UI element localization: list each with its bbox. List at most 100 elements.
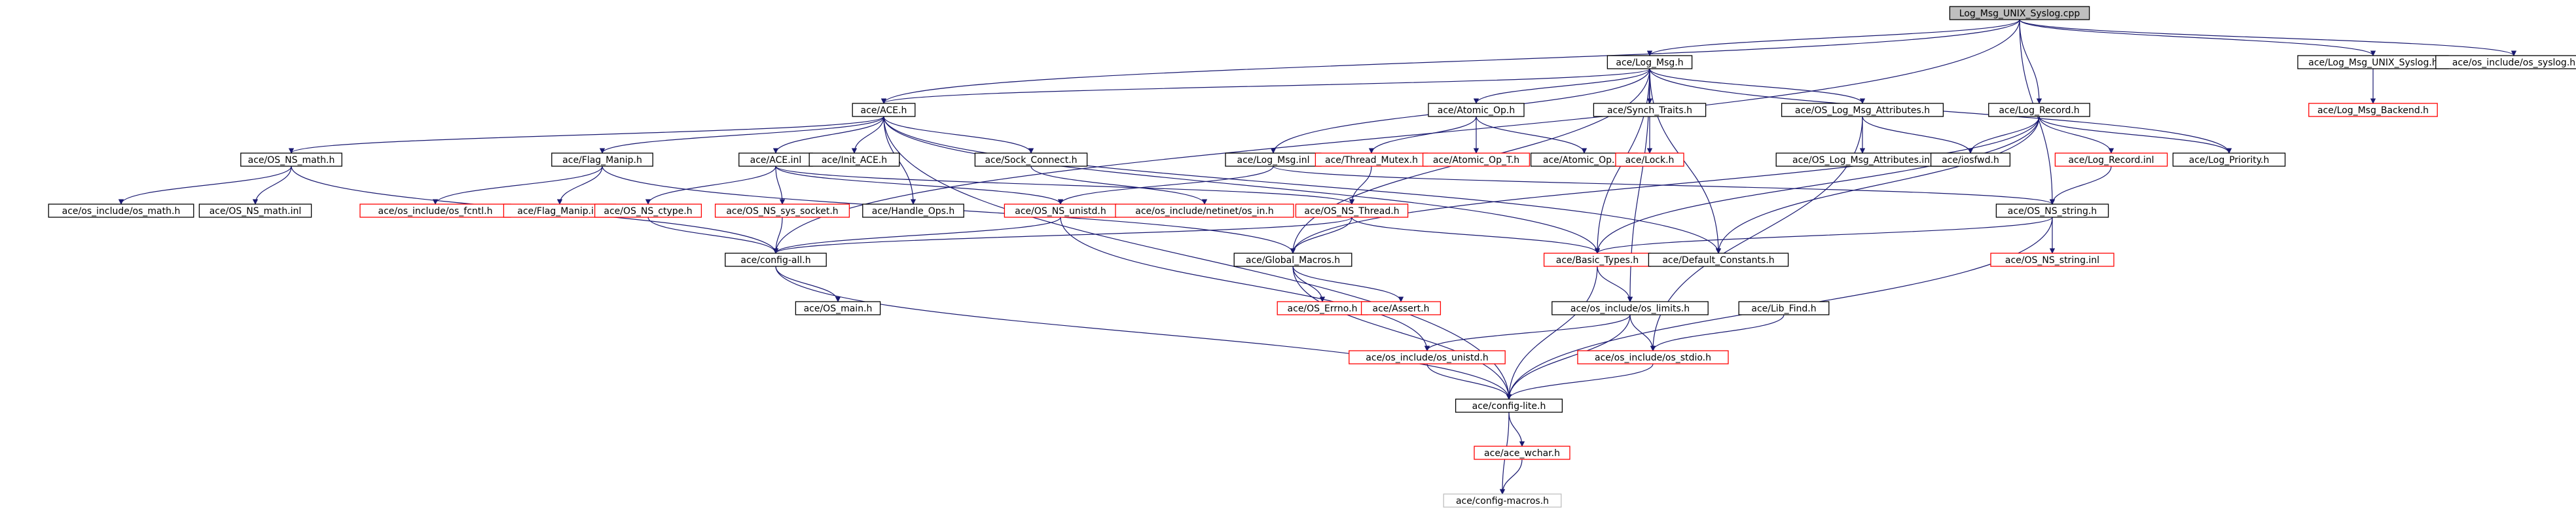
node-config-macros-h[interactable]: ace/config-macros.h xyxy=(1443,493,1562,508)
node-box xyxy=(1115,203,1294,218)
node-os-include-limits[interactable]: ace/os_include/os_limits.h xyxy=(1551,301,1709,315)
node-label: ace/ACE.inl xyxy=(750,155,802,166)
node-atomic-op-h[interactable]: ace/Atomic_Op.h xyxy=(1428,103,1525,117)
edge-os_log_msg_attr_h-to-os_include_stdio xyxy=(1650,116,1863,351)
node-global-macros-h[interactable]: ace/Global_Macros.h xyxy=(1233,253,1352,267)
node-box xyxy=(1455,398,1563,413)
node-handle-ops-h[interactable]: ace/Handle_Ops.h xyxy=(862,203,964,218)
edge-os_include_limits-to-os_include_unistd xyxy=(1424,314,1631,351)
node-os-syslog-h[interactable]: ace/os_include/os_syslog.h xyxy=(2435,55,2576,69)
node-flag-manip-inl[interactable]: ace/Flag_Manip.inl xyxy=(503,203,617,218)
node-os-include-math[interactable]: ace/os_include/os_math.h xyxy=(48,203,194,218)
node-assert-h[interactable]: ace/Assert.h xyxy=(1360,301,1442,315)
node-label: Log_Msg_UNIX_Syslog.cpp xyxy=(1959,9,2080,19)
node-log-msg-inl[interactable]: ace/Log_Msg.inl xyxy=(1225,152,1322,167)
node-label: ace/Sock_Connect.h xyxy=(985,155,1077,166)
node-iosfwd-h[interactable]: ace/iosfwd.h xyxy=(1930,152,2011,167)
node-label: ace/Atomic_Op.inl xyxy=(1543,155,1625,166)
edge-ace_inl-to-os_ns_unistd_h xyxy=(775,166,1064,205)
node-log-msg-backend[interactable]: ace/Log_Msg_Backend.h xyxy=(2308,103,2438,117)
node-label: ace/ace_wchar.h xyxy=(1484,448,1560,459)
node-os-include-stdio[interactable]: ace/os_include/os_stdio.h xyxy=(1577,350,1729,364)
node-box xyxy=(2308,103,2438,117)
node-label: ace/OS_main.h xyxy=(804,304,873,314)
node-os-errno-h[interactable]: ace/OS_Errno.h xyxy=(1277,301,1368,315)
edge-root-to-os_syslog_h xyxy=(2019,19,2516,56)
edge-log_record_h-to-global_macros_h xyxy=(1290,116,2040,254)
node-os-log-msg-attr-inl[interactable]: ace/OS_Log_Msg_Attributes.inl xyxy=(1775,152,1950,167)
node-atomic-op-inl[interactable]: ace/Atomic_Op.inl xyxy=(1530,152,1639,167)
node-box xyxy=(2172,152,2286,167)
node-synch-traits[interactable]: ace/Synch_Traits.h xyxy=(1593,103,1707,117)
edge-config_all_h-to-config_lite_h xyxy=(775,266,1512,400)
node-thread-mutex-h[interactable]: ace/Thread_Mutex.h xyxy=(1315,152,1428,167)
edge-ace_h-to-init_ace_h xyxy=(851,116,884,154)
edge-log_msg_h-to-atomic_op_h xyxy=(1473,68,1650,104)
node-unix-syslog-h[interactable]: ace/Log_Msg_UNIX_Syslog.h xyxy=(2297,55,2449,69)
node-os-log-msg-attr-h[interactable]: ace/OS_Log_Msg_Attributes.h xyxy=(1781,103,1944,117)
node-os-ns-string-inl[interactable]: ace/OS_NS_string.inl xyxy=(1990,253,2114,267)
node-label: ace/config-lite.h xyxy=(1472,401,1546,412)
edge-log_msg_h-to-ace_h xyxy=(881,68,1650,104)
node-os-ns-unistd-h[interactable]: ace/OS_NS_unistd.h xyxy=(1004,203,1117,218)
edge-global_macros_h-to-config_lite_h xyxy=(1292,266,1512,400)
edge-os_ns_unistd_h-to-os_include_unistd xyxy=(1060,217,1430,351)
node-box xyxy=(1995,203,2109,218)
node-label: ace/Lock.h xyxy=(1625,155,1675,166)
node-os-ns-ctype-h[interactable]: ace/OS_NS_ctype.h xyxy=(594,203,702,218)
node-lib-find-h[interactable]: ace/Lib_Find.h xyxy=(1738,301,1830,315)
node-log-msg-h[interactable]: ace/Log_Msg.h xyxy=(1606,55,1693,69)
node-os-ns-math-h[interactable]: ace/OS_NS_math.h xyxy=(240,152,342,167)
node-os-ns-math-inl[interactable]: ace/OS_NS_math.inl xyxy=(198,203,312,218)
node-box xyxy=(852,103,916,117)
node-label: ace/Log_Record.h xyxy=(1999,105,2079,116)
edge-basic_types_h-to-config_lite_h xyxy=(1506,266,1598,400)
node-sock-connect-h[interactable]: ace/Sock_Connect.h xyxy=(974,152,1088,167)
node-box xyxy=(240,152,342,167)
node-box xyxy=(1615,152,1684,167)
edge-config_all_h-to-os_main_h xyxy=(775,266,841,302)
node-ace-h[interactable]: ace/ACE.h xyxy=(852,103,916,117)
edge-log_msg_inl-to-os_ns_string_h xyxy=(1273,166,2055,205)
edge-os_include_unistd-to-config_lite_h xyxy=(1426,363,1512,400)
node-label: ace/os_include/os_syslog.h xyxy=(2452,58,2575,68)
node-os-include-fcntl[interactable]: ace/os_include/os_fcntl.h xyxy=(359,203,511,218)
edge-global_macros_h-to-assert_h xyxy=(1292,266,1404,302)
node-label: ace/OS_Log_Msg_Attributes.inl xyxy=(1792,155,1932,166)
node-os-ns-sys-socket-h[interactable]: ace/OS_NS_sys_socket.h xyxy=(714,203,850,218)
node-basic-types-h[interactable]: ace/Basic_Types.h xyxy=(1543,253,1652,267)
node-lock-h[interactable]: ace/Lock.h xyxy=(1615,152,1684,167)
node-flag-manip-h[interactable]: ace/Flag_Manip.h xyxy=(551,152,653,167)
node-os-ns-string-h[interactable]: ace/OS_NS_string.h xyxy=(1995,203,2109,218)
edge-log_record_h-to-default_constants_h xyxy=(1715,116,2040,254)
node-label: ace/os_include/os_stdio.h xyxy=(1595,353,1711,363)
node-layer: Log_Msg_UNIX_Syslog.cpp ace/Log_Msg.h ace/… xyxy=(48,6,2576,508)
edge-os_ns_unistd_h-to-config_all_h xyxy=(772,217,1061,254)
node-default-constants-h[interactable]: ace/Default_Constants.h xyxy=(1648,253,1789,267)
node-config-all-h[interactable]: ace/config-all.h xyxy=(725,253,827,267)
node-box xyxy=(1233,253,1352,267)
node-label: ace/OS_NS_math.inl xyxy=(209,206,302,217)
node-box xyxy=(1551,301,1709,315)
node-os-include-netinet-in[interactable]: ace/os_include/netinet/os_in.h xyxy=(1115,203,1294,218)
node-os-ns-thread-h[interactable]: ace/OS_NS_Thread.h xyxy=(1295,203,1409,218)
node-log-priority-h[interactable]: ace/Log_Priority.h xyxy=(2172,152,2286,167)
node-box xyxy=(1949,6,2090,20)
node-init-ace-h[interactable]: ace/Init_ACE.h xyxy=(808,152,900,167)
node-config-lite-h[interactable]: ace/config-lite.h xyxy=(1455,398,1563,413)
node-ace-inl[interactable]: ace/ACE.inl xyxy=(738,152,813,167)
node-os-include-unistd[interactable]: ace/os_include/os_unistd.h xyxy=(1349,350,1506,364)
node-ace-wchar-h[interactable]: ace/ace_wchar.h xyxy=(1474,446,1570,460)
node-label: ace/Init_ACE.h xyxy=(822,155,887,166)
node-log-record-inl[interactable]: ace/Log_Record.inl xyxy=(2054,152,2168,167)
node-atomic-op-t-h[interactable]: ace/Atomic_Op_T.h xyxy=(1422,152,1531,167)
edge-global_macros_h-to-os_errno_h xyxy=(1292,266,1326,302)
node-os-main-h[interactable]: ace/OS_main.h xyxy=(795,301,881,315)
edge-log_record_h-to-log_priority_h xyxy=(2039,116,2232,154)
node-label: ace/config-macros.h xyxy=(1456,496,1549,506)
edge-log_record_h-to-iosfwd_h xyxy=(1967,116,2040,154)
node-label: ace/OS_NS_math.h xyxy=(248,155,335,166)
node-log-record-h[interactable]: ace/Log_Record.h xyxy=(1988,103,2090,117)
node-label: ace/OS_Errno.h xyxy=(1288,304,1358,314)
edge-ace_h-to-os_ns_math_h xyxy=(289,116,884,154)
